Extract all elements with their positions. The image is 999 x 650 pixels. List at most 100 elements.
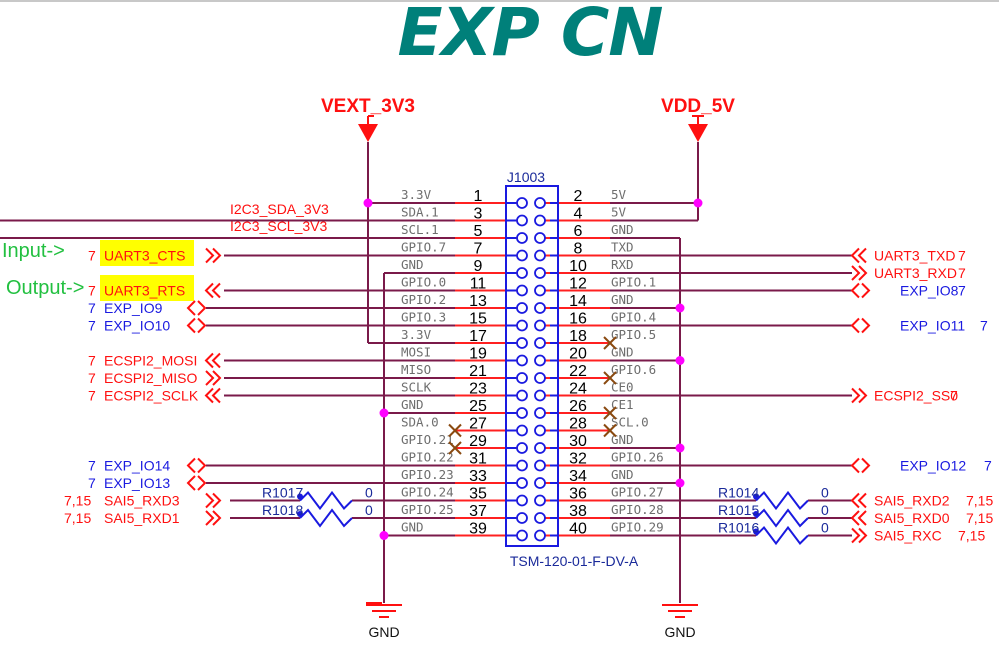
- port-arrow-icon: [205, 510, 215, 526]
- port-arrow-icon: [851, 265, 861, 281]
- pin-pad: [534, 284, 546, 297]
- resistor-ref: R1015: [718, 502, 759, 518]
- resistor-value: 0: [821, 485, 829, 501]
- port-sheet-ref: 7: [984, 458, 992, 474]
- pin-number: 8: [574, 241, 583, 258]
- pin-name: GPIO.21: [401, 432, 454, 447]
- connector-body: [505, 185, 559, 547]
- port-sheet-ref: 7: [980, 318, 988, 334]
- port-arrow-icon: [857, 247, 867, 264]
- pin-name: SDA.1: [401, 205, 439, 220]
- pin-name: 5V: [611, 187, 627, 202]
- pin-number: 12: [569, 276, 587, 293]
- pin-name: SCL.0: [611, 415, 649, 430]
- port-sheet-ref: 7: [958, 265, 966, 281]
- port-arrow-icon: [211, 387, 221, 404]
- port-sheet-ref: 7: [958, 283, 966, 299]
- resistor-icon: [755, 490, 809, 511]
- port-label: ECSPI2_MISO: [104, 370, 197, 386]
- resistor-icon: [755, 525, 809, 546]
- pin-number: 3: [474, 206, 483, 223]
- pin-pad: [534, 389, 546, 402]
- port-arrow-icon: [197, 300, 207, 316]
- pin-number: 17: [469, 328, 487, 345]
- ground-label-right: GND: [664, 624, 695, 640]
- pin-number: 36: [569, 486, 587, 503]
- window-top-border: [0, 0, 999, 2]
- pin-name: RXD: [611, 257, 634, 272]
- port-arrow-icon: [212, 370, 222, 386]
- pin-name: GPIO.1: [611, 275, 656, 290]
- annotation-input: Input->: [2, 240, 65, 262]
- port-arrow-icon: [858, 387, 868, 404]
- pin-pad: [516, 389, 528, 402]
- pin-number: 32: [569, 451, 587, 468]
- pin-pad: [516, 337, 528, 349]
- pin-pad: [534, 232, 546, 244]
- pin-name: GPIO.26: [611, 450, 664, 465]
- port-arrow-icon: [212, 492, 222, 509]
- pin-number: 23: [469, 381, 487, 398]
- port-uart3-cts[interactable]: UART3_CTS 7: [88, 248, 222, 264]
- port-sheet-ref: 7,15: [958, 528, 985, 544]
- port-sheet-ref: 7,15: [64, 493, 91, 509]
- pin-number: 18: [569, 328, 587, 345]
- pin-number: 15: [469, 311, 487, 328]
- port-sheet-ref: 7: [88, 248, 96, 264]
- port-sheet-ref: 7,15: [966, 510, 993, 526]
- pin-pad: [516, 512, 528, 524]
- power-label-vext-3v3: VEXT_3V3: [321, 96, 415, 117]
- port-arrow-icon: [204, 352, 214, 369]
- connector-j1003: J1003 13.3V3SDA.15SCL.17GPIO.79GND11GPIO…: [401, 169, 664, 569]
- port-arrow-icon: [204, 282, 214, 299]
- pin-pad: [516, 197, 528, 209]
- port-arrow-icon: [850, 317, 860, 334]
- pin-name: GPIO.23: [401, 467, 454, 482]
- port-arrow-icon: [186, 457, 196, 474]
- highlight-uart3-cts: [100, 240, 194, 266]
- pin-number: 4: [574, 206, 583, 223]
- pin-number: 34: [569, 468, 587, 485]
- port-label: ECSPI2_SCLK: [104, 388, 199, 404]
- pin-pad: [534, 512, 546, 524]
- port-label: ECSPI2_MOSI: [104, 353, 197, 369]
- port-sheet-ref: 7: [88, 475, 96, 491]
- port-arrow-icon: [858, 527, 868, 544]
- resistor-icon: [299, 508, 353, 528]
- port-label: UART3_CTS: [104, 248, 185, 264]
- pin-number: 24: [569, 381, 587, 398]
- pin-number: 33: [469, 468, 487, 485]
- pin-pad: [516, 302, 528, 314]
- ground-symbol-left: GND: [366, 602, 402, 640]
- junction-dot: [675, 356, 685, 365]
- pin-pad: [516, 284, 528, 297]
- port-arrow-icon: [861, 282, 871, 299]
- junction-dot: [363, 198, 373, 208]
- port-arrow-icon: [197, 457, 207, 474]
